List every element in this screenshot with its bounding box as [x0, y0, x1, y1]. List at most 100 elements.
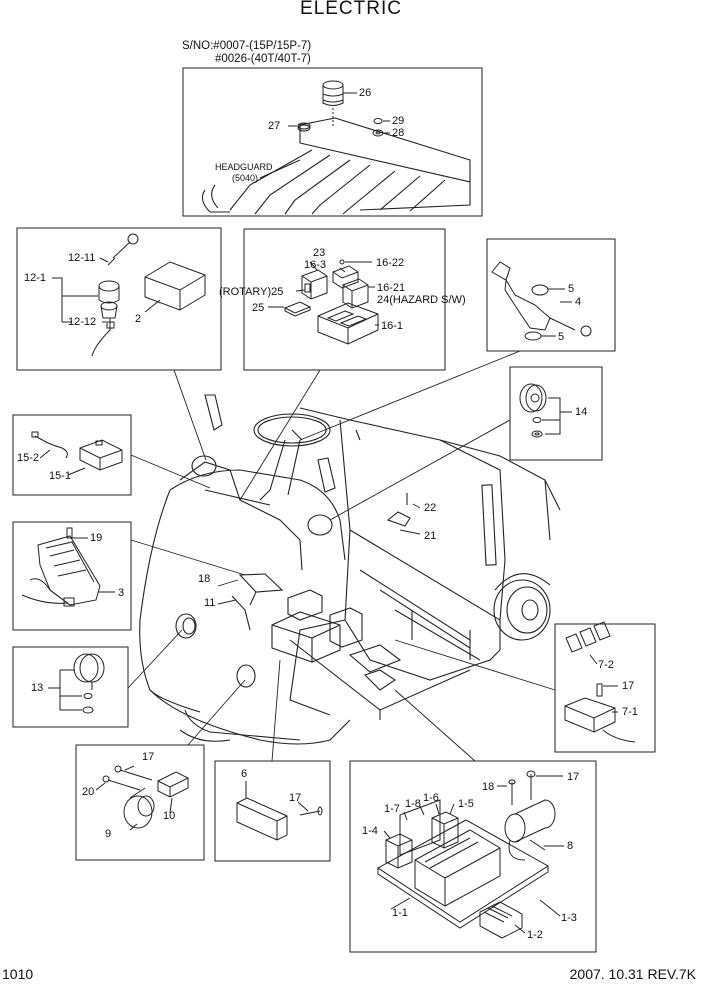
label-1-3: 1-3 — [561, 912, 577, 924]
label-1-5: 1-5 — [458, 798, 474, 810]
bolts-17-18-icon — [508, 770, 536, 805]
label-16-21: 16-21 — [377, 282, 406, 294]
leader-13 — [48, 669, 82, 711]
switch-16-21-icon — [342, 278, 369, 309]
label-16-22: 16-22 — [376, 257, 405, 269]
key-switch-icon — [91, 280, 120, 357]
label-15-1: 15-1 — [49, 470, 72, 482]
callout-leaders — [127, 350, 556, 762]
box-direction-lever — [486, 238, 616, 352]
rocker-switch-16-3-icon — [332, 265, 359, 289]
label-headguard: HEADGUARD — [215, 162, 273, 172]
key-icon — [107, 233, 139, 266]
rocker-switch-23-icon — [301, 269, 328, 300]
label-23: 23 — [313, 247, 326, 259]
label-26: 26 — [359, 87, 372, 99]
label-7-2: 7-2 — [598, 659, 614, 671]
box-controller — [349, 760, 597, 953]
label-1-7: 1-7 — [384, 803, 400, 815]
connector-15-1-icon — [79, 439, 123, 471]
label-17-controller: 17 — [567, 771, 580, 783]
flasher-relay-10-icon — [157, 771, 189, 798]
label-1-8: 1-8 — [405, 798, 421, 810]
label-headguard-code: (5040) — [232, 173, 259, 183]
label-12-11: 12-11 — [68, 252, 96, 264]
label-1-6: 1-6 — [423, 792, 439, 804]
page-title: ELECTRIC — [300, 0, 402, 19]
label-15-2: 15-2 — [17, 452, 40, 464]
serial-number-note: S/NO:#0007-(15P/15P-7) #0026-(40T/40T-7) — [182, 40, 311, 66]
label-5-upper: 5 — [568, 283, 575, 295]
label-20: 20 — [82, 786, 95, 798]
leader-2 — [144, 299, 161, 313]
page-number: 1010 — [2, 966, 34, 982]
controller-panel-icon — [377, 819, 549, 929]
leaders-switches — [268, 261, 379, 326]
switch-cover-icon — [144, 261, 206, 311]
label-11: 11 — [204, 597, 216, 609]
label-14: 14 — [575, 406, 588, 418]
leader-12-1 — [52, 277, 106, 323]
label-18-controller: 18 — [482, 781, 495, 793]
label-25: 25 — [252, 302, 265, 314]
leaders-resistor — [245, 781, 309, 812]
label-3: 3 — [118, 587, 125, 599]
box-resistor — [214, 760, 331, 862]
label-1-4: 1-4 — [362, 825, 378, 837]
label-10: 10 — [163, 810, 176, 822]
connector-15-2-icon — [31, 431, 68, 459]
serial-line-1: S/NO:#0007-(15P/15P-7) — [182, 40, 312, 52]
label-1-1: 1-1 — [392, 907, 408, 919]
switch-panel-16-1-icon — [317, 302, 379, 345]
label-hazard-24: 24(HAZARD S/W) — [377, 294, 466, 306]
box-fuse — [554, 623, 656, 753]
label-2: 2 — [135, 313, 142, 325]
washer-28-icon — [372, 129, 384, 137]
label-8: 8 — [567, 840, 574, 852]
screw-16-22-icon — [339, 259, 345, 265]
beacon-lamp-icon — [322, 80, 344, 128]
leader-28-29 — [383, 120, 390, 134]
leaders-lever — [541, 288, 572, 337]
label-18-body: 18 — [198, 573, 211, 585]
box-accelerator — [12, 521, 132, 631]
horn-icon — [519, 383, 547, 438]
label-22: 22 — [424, 502, 437, 514]
leader-headguard — [259, 159, 301, 179]
leader-12-11 — [99, 257, 109, 263]
label-13: 13 — [31, 682, 44, 694]
label-17-resistor: 17 — [289, 792, 302, 804]
box-headguard — [182, 67, 483, 217]
truck-body — [139, 394, 561, 745]
bolts-17-20-icon — [102, 765, 153, 791]
fuse-7-2-icon — [565, 621, 611, 653]
label-16-1: 16-1 — [381, 320, 404, 332]
blank-cap-25-icon — [283, 301, 312, 317]
capacitor-8-icon — [504, 799, 556, 861]
box-flasher — [75, 744, 205, 861]
resistor-block-1-2-icon — [479, 901, 523, 939]
nut-29-icon — [373, 118, 383, 124]
label-6: 6 — [241, 768, 248, 780]
label-19: 19 — [90, 532, 103, 544]
leaders-fuse — [589, 654, 618, 713]
label-12-12: 12-12 — [68, 316, 97, 328]
accelerator-pedal-icon — [21, 527, 101, 607]
leader-14 — [542, 397, 572, 435]
horn-button-9-icon — [123, 787, 155, 829]
work-lamp-icon — [73, 653, 105, 714]
box-key-switch — [16, 227, 222, 371]
box-lamp — [12, 646, 129, 728]
label-17-fuse: 17 — [622, 680, 635, 692]
label-5-lower: 5 — [558, 331, 565, 343]
label-rotary-25: (ROTARY)25 — [219, 286, 284, 298]
label-12-1: 12-1 — [24, 272, 47, 284]
box-switches — [243, 228, 446, 371]
resistor-6-icon — [236, 797, 288, 841]
label-1-2: 1-2 — [527, 929, 543, 941]
leaders-accelerator — [72, 537, 115, 593]
fuse-holder-7-1-icon — [564, 683, 636, 743]
leaders-connector — [39, 449, 86, 476]
box-horn — [509, 366, 603, 461]
